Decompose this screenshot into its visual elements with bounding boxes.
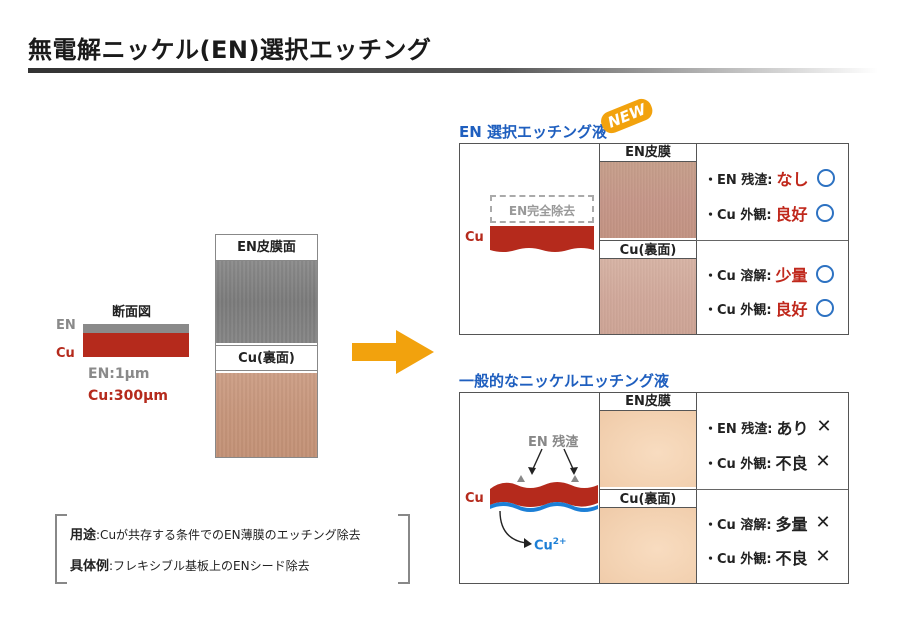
cross-section-en-layer	[83, 324, 189, 333]
general-tile-top-label: EN皮膜	[600, 393, 696, 411]
sample-top-label: EN皮膜面	[216, 235, 317, 261]
selective-result-cu-appearance-1: ・Cu 外観:良好	[704, 201, 834, 225]
selective-tile-bottom-label: Cu(裏面)	[600, 240, 696, 259]
selective-cu-surface-image	[600, 259, 696, 334]
selective-result-divider	[696, 240, 848, 241]
general-tile-bottom-label: Cu(裏面)	[600, 489, 696, 508]
new-badge: NEW	[598, 95, 656, 137]
usage-example-text: :フレキシブル基板上のENシード除去	[109, 559, 310, 573]
general-result-cu-appearance-1: ・Cu 外観:不良✕	[704, 451, 831, 474]
selective-en-surface-image	[600, 162, 696, 238]
process-arrow-icon	[352, 330, 434, 374]
general-cu-label: Cu	[465, 491, 484, 506]
usage-bracket-right	[398, 514, 410, 584]
general-result-en-residue: ・EN 残渣:あり✕	[704, 416, 832, 439]
selective-result-cu-dissolution: ・Cu 溶解:少量	[704, 262, 834, 286]
general-tile-column: EN皮膜 Cu(裏面)	[599, 393, 697, 583]
general-ion-label: Cu2+	[534, 537, 567, 553]
circle-mark-icon	[816, 169, 835, 187]
sample-en-surface-image	[216, 261, 317, 343]
selective-result-cu-appearance-2: ・Cu 外観:良好	[704, 296, 834, 320]
general-cu-layer	[490, 475, 598, 512]
usage-example-line: 具体例:フレキシブル基板上のENシード除去	[70, 555, 310, 574]
general-result-cu-dissolution: ・Cu 溶解:多量✕	[704, 512, 831, 535]
usage-example-key: 具体例	[70, 559, 110, 574]
selective-result-en-residue: ・EN 残渣:なし	[704, 166, 835, 190]
general-ion-symbol: Cu	[534, 538, 553, 554]
selective-tile-top-label: EN皮膜	[600, 144, 696, 162]
circle-mark-icon	[815, 299, 834, 317]
circle-mark-icon	[815, 265, 834, 283]
general-en-surface-image	[600, 411, 696, 487]
cross-mark-icon: ✕	[815, 451, 831, 472]
general-result-divider	[696, 489, 848, 490]
general-result-cu-appearance-2: ・Cu 外観:不良✕	[704, 546, 831, 569]
selective-removed-box	[490, 195, 594, 223]
general-residue-arrows	[528, 448, 578, 475]
selective-cu-layer	[490, 226, 594, 252]
sample-bottom-label: Cu(裏面)	[216, 345, 317, 371]
cu-thickness-label: Cu:300μm	[88, 388, 168, 404]
general-panel: EN 残渣 Cu Cu2+ EN皮膜 Cu(裏面) ・EN 残渣:あり✕ ・Cu…	[459, 392, 849, 584]
general-ion-charge: 2+	[552, 537, 567, 547]
circle-mark-icon	[815, 204, 834, 222]
sample-tile: EN皮膜面 Cu(裏面)	[215, 234, 318, 458]
selective-panel: EN完全除去 Cu EN皮膜 Cu(裏面) ・EN 残渣:なし ・Cu 外観:良…	[459, 143, 849, 335]
cross-mark-icon: ✕	[815, 512, 831, 533]
cross-section-heading: 断面図	[112, 305, 152, 320]
selective-cu-label: Cu	[465, 230, 484, 245]
general-residue-label: EN 残渣	[528, 435, 579, 450]
selective-heading: EN 選択エッチング液	[459, 123, 608, 141]
cross-mark-icon: ✕	[815, 546, 831, 567]
usage-purpose-line: 用途:Cuが共存する条件でのEN薄膜のエッチング除去	[70, 524, 361, 543]
general-heading: 一般的なニッケルエッチング液	[459, 372, 670, 390]
title-underline	[28, 68, 878, 73]
general-ion-arrow	[499, 510, 532, 548]
en-thickness-label: EN:1μm	[88, 366, 150, 382]
page-title: 無電解ニッケル(EN)選択エッチング	[28, 36, 432, 64]
sample-cu-surface-image	[216, 373, 317, 457]
cross-section-cu-layer	[83, 333, 189, 357]
cross-section-en-label: EN	[56, 318, 76, 333]
selective-tile-column: EN皮膜 Cu(裏面)	[599, 144, 697, 334]
usage-purpose-key: 用途	[70, 528, 97, 543]
cross-mark-icon: ✕	[816, 416, 832, 437]
usage-purpose-text: :Cuが共存する条件でのEN薄膜のエッチング除去	[96, 528, 361, 542]
selective-removed-label: EN完全除去	[508, 204, 576, 218]
cross-section-cu-label: Cu	[56, 346, 75, 361]
new-badge-text: NEW	[598, 95, 656, 137]
usage-bracket-left	[55, 514, 67, 584]
general-cu-surface-image	[600, 508, 696, 583]
